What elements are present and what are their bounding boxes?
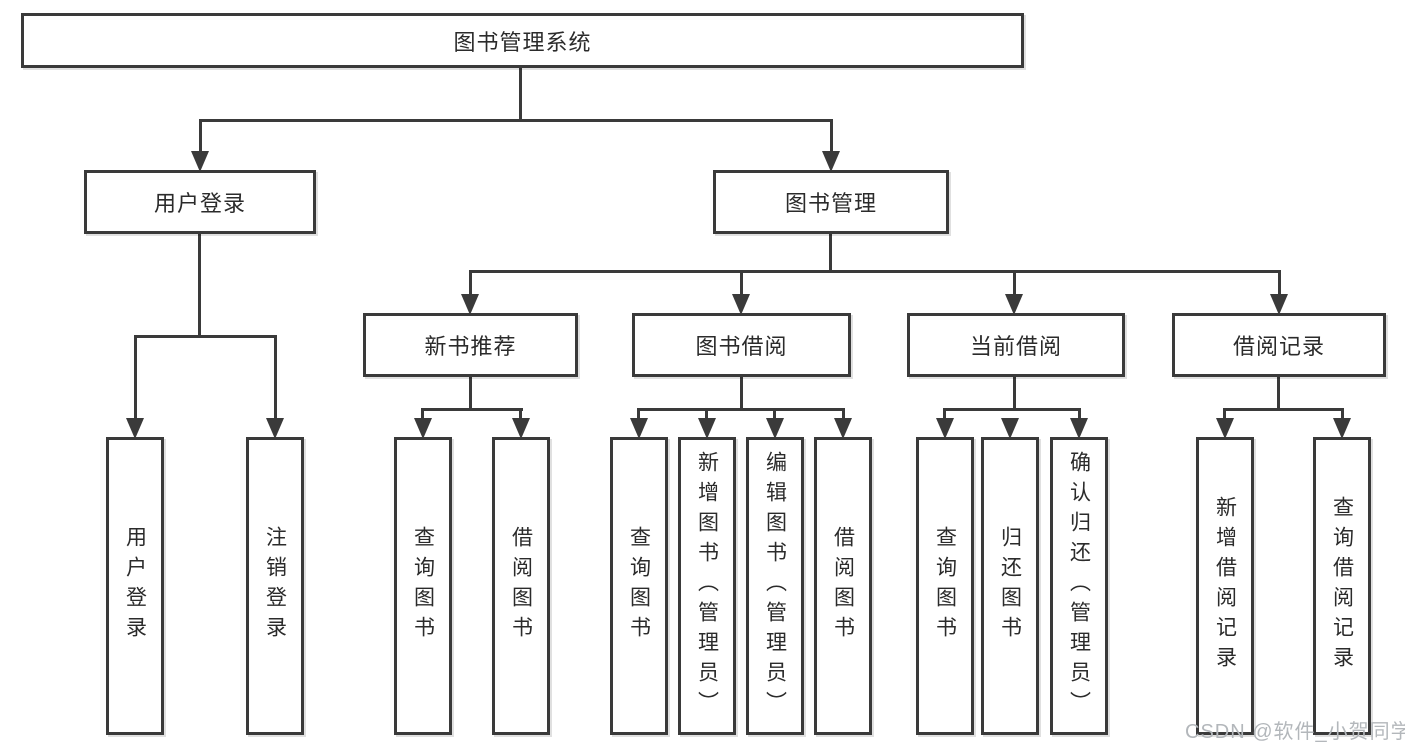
leaf-edit-books-admin-label: 编辑图书（管理员） [763, 451, 787, 721]
leaf-user-login-label: 用户登录 [123, 526, 147, 646]
arrow-down-icon [191, 151, 209, 172]
leaf-borrow-books-borrowing-label: 借阅图书 [831, 526, 855, 646]
connector-current-rail [943, 408, 1081, 411]
connector-book-mgmt-stem [829, 234, 832, 273]
connector-user-login-rail [134, 335, 277, 338]
leaf-borrow-books-recommend: 借阅图书 [492, 437, 550, 735]
leaf-query-books-recommend: 查询图书 [394, 437, 452, 735]
arrow-down-icon [1270, 294, 1288, 315]
leaf-query-books-recommend-label: 查询图书 [411, 526, 435, 646]
node-borrowing-records: 借阅记录 [1172, 313, 1386, 377]
connector-book-mgmt-drop-2 [740, 270, 743, 296]
connector-book-mgmt-rail [469, 270, 1281, 273]
connector-root-drop-left [199, 119, 202, 153]
arrow-down-icon [822, 151, 840, 172]
leaf-logout: 注销登录 [246, 437, 304, 735]
connector-borrowing-drop-3 [773, 408, 776, 420]
arrow-down-icon [732, 294, 750, 315]
arrow-down-icon [461, 294, 479, 315]
arrow-down-icon [126, 418, 144, 439]
connector-newbook-drop-1 [421, 408, 424, 420]
leaf-logout-label: 注销登录 [263, 526, 287, 646]
connector-user-login-stem [198, 234, 201, 337]
node-current-borrowing: 当前借阅 [907, 313, 1125, 377]
leaf-borrow-books-borrowing: 借阅图书 [814, 437, 872, 735]
connector-current-drop-1 [943, 408, 946, 420]
connector-borrowing-stem [740, 377, 743, 410]
arrow-down-icon [512, 418, 530, 439]
leaf-add-books-admin-label: 新增图书（管理员） [695, 451, 719, 721]
arrow-down-icon [1005, 294, 1023, 315]
leaf-return-books-label: 归还图书 [998, 526, 1022, 646]
csdn-watermark: CSDN @软件_小贺同学 [1185, 721, 1405, 743]
connector-records-drop-2 [1341, 408, 1344, 420]
leaf-query-borrow-record-label: 查询借阅记录 [1330, 496, 1354, 676]
connector-borrowing-drop-1 [637, 408, 640, 420]
connector-records-drop-1 [1223, 408, 1226, 420]
leaf-confirm-return-admin-label: 确认归还（管理员） [1067, 451, 1091, 721]
connector-newbook-drop-2 [519, 408, 522, 420]
connector-book-mgmt-drop-3 [1013, 270, 1016, 296]
connector-book-mgmt-drop-4 [1278, 270, 1281, 296]
leaf-add-borrow-record: 新增借阅记录 [1196, 437, 1254, 735]
leaf-query-books-borrowing-label: 查询图书 [627, 526, 651, 646]
leaf-query-borrow-record: 查询借阅记录 [1313, 437, 1371, 735]
connector-root-stem [519, 68, 522, 121]
leaf-query-books-borrowing: 查询图书 [610, 437, 668, 735]
connector-book-mgmt-drop-1 [469, 270, 472, 296]
arrow-down-icon [1333, 418, 1351, 439]
node-book-management: 图书管理 [713, 170, 949, 234]
node-user-login: 用户登录 [84, 170, 316, 234]
arrow-down-icon [1070, 418, 1088, 439]
connector-current-drop-3 [1078, 408, 1081, 420]
leaf-add-books-admin: 新增图书（管理员） [678, 437, 736, 735]
arrow-down-icon [266, 418, 284, 439]
leaf-return-books: 归还图书 [981, 437, 1039, 735]
arrow-down-icon [766, 418, 784, 439]
arrow-down-icon [936, 418, 954, 439]
connector-records-stem [1277, 377, 1280, 410]
connector-newbook-stem [469, 377, 472, 410]
node-library-management-system: 图书管理系统 [21, 13, 1024, 68]
leaf-borrow-books-recommend-label: 借阅图书 [509, 526, 533, 646]
leaf-edit-books-admin: 编辑图书（管理员） [746, 437, 804, 735]
connector-current-stem [1013, 377, 1016, 410]
node-new-book-recommend: 新书推荐 [363, 313, 578, 377]
arrow-down-icon [414, 418, 432, 439]
leaf-user-login: 用户登录 [106, 437, 164, 735]
connector-borrowing-rail [637, 408, 845, 411]
arrow-down-icon [834, 418, 852, 439]
connector-root-drop-right [830, 119, 833, 153]
connector-user-login-drop-2 [274, 335, 277, 420]
leaf-query-books-current-label: 查询图书 [933, 526, 957, 646]
connector-records-rail [1223, 408, 1344, 411]
node-book-borrowing: 图书借阅 [632, 313, 851, 377]
arrow-down-icon [630, 418, 648, 439]
arrow-down-icon [1216, 418, 1234, 439]
connector-borrowing-drop-2 [705, 408, 708, 420]
connector-newbook-rail [421, 408, 523, 411]
leaf-add-borrow-record-label: 新增借阅记录 [1213, 496, 1237, 676]
connector-borrowing-drop-4 [842, 408, 845, 420]
connector-root-rail [199, 119, 833, 122]
arrow-down-icon [1001, 418, 1019, 439]
connector-user-login-drop-1 [134, 335, 137, 420]
arrow-down-icon [698, 418, 716, 439]
leaf-confirm-return-admin: 确认归还（管理员） [1050, 437, 1108, 735]
leaf-query-books-current: 查询图书 [916, 437, 974, 735]
